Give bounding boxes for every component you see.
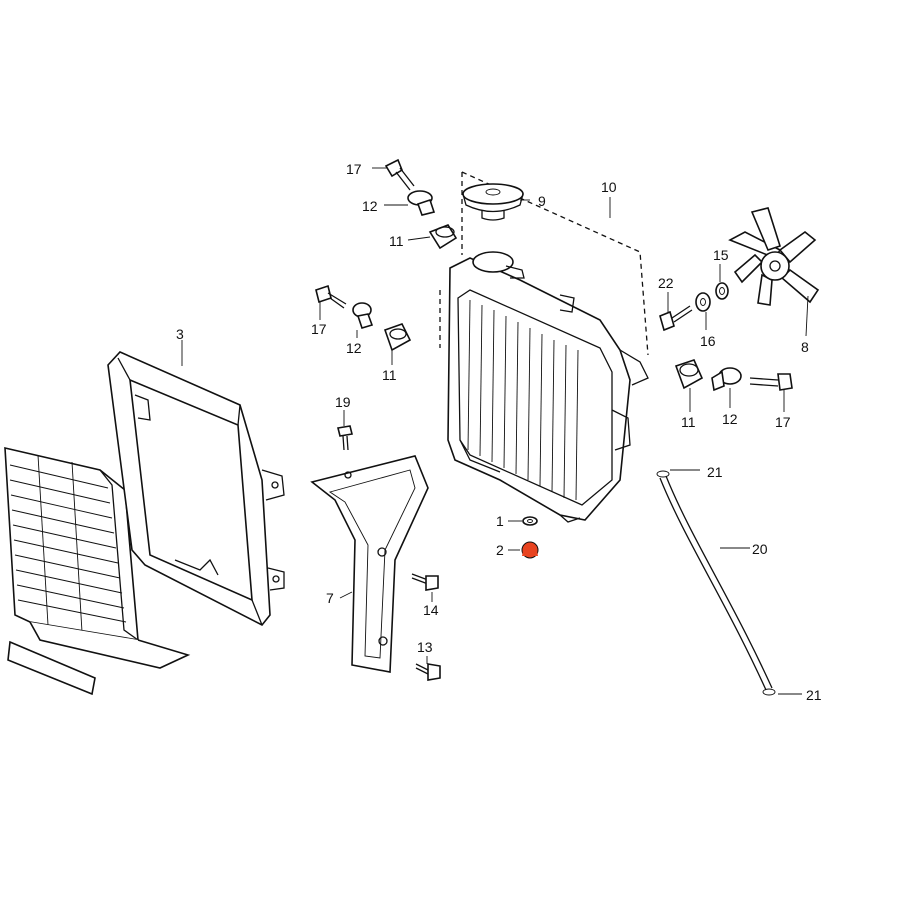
grommet-11-right <box>674 359 704 390</box>
callout-17: 17 <box>311 321 327 337</box>
callout-12: 12 <box>722 411 738 427</box>
grommet-11-left <box>383 323 412 352</box>
callout-16: 16 <box>700 333 716 349</box>
bolt-13 <box>415 663 441 681</box>
callout-20: 20 <box>752 541 768 557</box>
callout-7: 7 <box>326 590 334 606</box>
washer-1 <box>522 516 538 526</box>
callout-21: 21 <box>806 687 822 703</box>
collar-12-right <box>711 367 742 392</box>
grommet-11-top <box>428 224 458 250</box>
callout-14: 14 <box>423 602 439 618</box>
drain-bolt-2-highlighted <box>521 541 539 559</box>
radiator-cap <box>462 183 524 221</box>
cooling-fan <box>728 207 820 306</box>
radiator-shroud-frame <box>107 351 285 627</box>
callout-1: 1 <box>496 513 504 529</box>
callout-12: 12 <box>362 198 378 214</box>
callout-9: 9 <box>538 193 546 209</box>
callout-17: 17 <box>346 161 362 177</box>
callout-19: 19 <box>335 394 351 410</box>
collar-12-top <box>407 190 436 216</box>
bolt-14 <box>411 573 439 591</box>
callout-22: 22 <box>658 275 674 291</box>
radiator-core <box>439 171 649 523</box>
callout-10: 10 <box>601 179 617 195</box>
overflow-hose-20 <box>656 470 776 696</box>
bolt-22 <box>659 305 693 332</box>
washer-16 <box>695 292 711 312</box>
callout-3: 3 <box>176 326 184 342</box>
leader-lines <box>181 167 809 695</box>
callout-11: 11 <box>382 367 397 383</box>
screw-19 <box>337 425 353 451</box>
callout-21: 21 <box>707 464 723 480</box>
callout-8: 8 <box>801 339 809 355</box>
radiator-grille <box>4 446 191 696</box>
washer-15 <box>715 282 729 300</box>
callout-15: 15 <box>713 247 729 263</box>
callout-13: 13 <box>417 639 433 655</box>
callout-labels: 17 12 11 9 10 22 15 16 8 17 12 11 3 19 1… <box>176 161 822 703</box>
collar-12-left <box>352 302 374 329</box>
bolt-17-top <box>384 158 415 191</box>
bolt-17-right <box>749 373 793 391</box>
callout-17: 17 <box>775 414 791 430</box>
callout-12: 12 <box>346 340 362 356</box>
callout-11: 11 <box>681 414 696 430</box>
callout-2: 2 <box>496 542 504 558</box>
callout-11: 11 <box>389 233 404 249</box>
radiator-bracket <box>310 455 429 673</box>
bolt-17-left <box>315 284 347 309</box>
